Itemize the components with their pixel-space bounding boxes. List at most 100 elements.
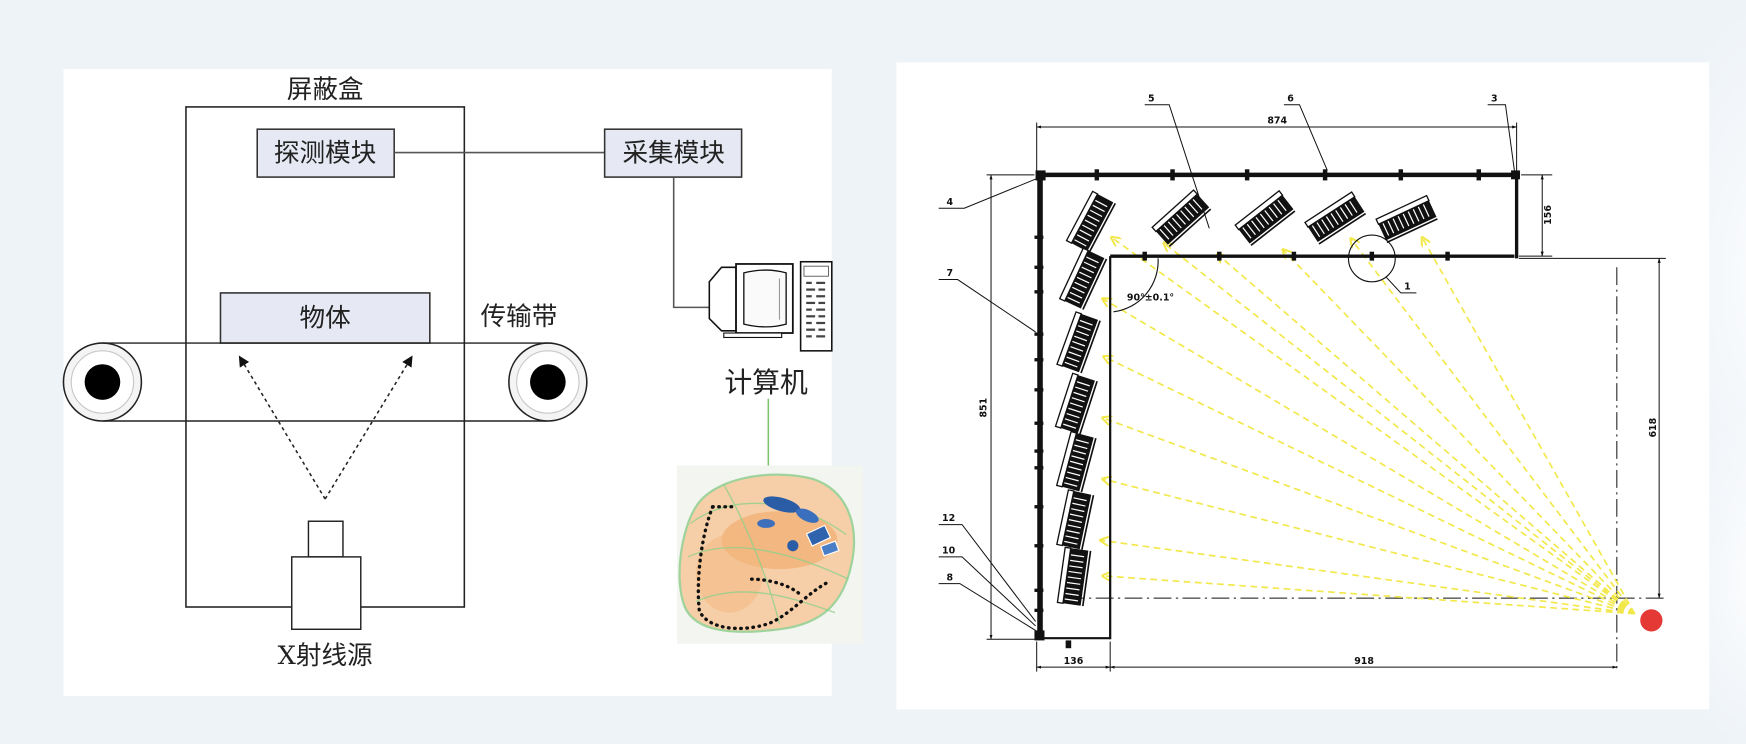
xray-ray-line [1217, 254, 1636, 615]
frame-bolt [1094, 169, 1100, 181]
dimension-left-height: 851 [979, 174, 1035, 640]
callout-8: 8 [938, 572, 1036, 631]
detector-module-icon [1054, 372, 1098, 435]
xray-ray-line [1100, 540, 1635, 615]
dimension-top-width-label: 874 [1267, 116, 1287, 127]
xray-source-label: X射线源 [278, 641, 373, 671]
detector-module-icon [1058, 247, 1108, 310]
frame-bolt [1034, 388, 1044, 392]
frame-bolt [1291, 251, 1297, 261]
frame-bolt [1034, 332, 1044, 336]
frame-bolt [1034, 265, 1044, 269]
frame-bolt-group [1034, 169, 1481, 613]
callout-label: 1 [1404, 282, 1411, 293]
dimension-bottom-left-label: 136 [1064, 656, 1084, 667]
callout-label: 12 [942, 513, 955, 524]
xray-source-dot [1640, 609, 1663, 632]
acquisition-to-computer-line [672, 177, 710, 309]
callout-label: 4 [946, 197, 953, 208]
callout-label: 7 [946, 268, 953, 279]
dimension-right-height: 618 [1518, 257, 1666, 599]
object-label: 物体 [300, 303, 351, 333]
detector-module-icon [1055, 430, 1097, 493]
frame-bolt [1034, 235, 1044, 239]
frame-bolt [1034, 588, 1044, 592]
callout-5: 5 [1144, 93, 1210, 229]
detector-module-icon [1056, 311, 1101, 374]
detector-module-icon [1056, 546, 1092, 607]
object-box [219, 292, 431, 344]
xray-ray-line [1111, 237, 1636, 615]
detector-module-icon [1375, 194, 1438, 244]
detector-module-icon [1056, 489, 1095, 550]
shield-box-label: 屏蔽盒 [287, 75, 364, 105]
dimension-right-height-label: 618 [1648, 418, 1659, 438]
detector-module-icon [1065, 190, 1117, 253]
dimension-top-width: 874 [1036, 116, 1518, 172]
callout-4: 4 [938, 177, 1038, 209]
right-panel: 90°±0.1° 874 156 851 618 [896, 62, 1710, 710]
detector-frame [1034, 170, 1520, 649]
frame-bolt [1369, 251, 1375, 261]
conveyor-label: 传输带 [480, 302, 557, 332]
left-panel: 屏蔽盒 探测模块 采集模块 [62, 69, 863, 697]
frame-bolt [1034, 544, 1044, 548]
conveyor-belt [102, 342, 548, 422]
xray-scan-image [677, 465, 863, 644]
callout-label: 5 [1148, 93, 1155, 104]
frame-bolt [1034, 505, 1044, 509]
dimension-bottom-right-label: 918 [1354, 656, 1374, 667]
frame-bolt [1170, 169, 1175, 181]
frame-bolt [1322, 169, 1328, 181]
xray-ray-line [1102, 418, 1635, 615]
detector-module-label: 探测模块 [274, 138, 376, 168]
detector-module-icon [1234, 189, 1296, 246]
xray-ray-line [1102, 479, 1635, 615]
xray-source-icon [291, 520, 362, 631]
dimension-top-depth: 156 [1518, 174, 1554, 257]
callout-label: 10 [942, 546, 956, 557]
detector-module-box [256, 128, 395, 178]
callout-label: 8 [946, 572, 953, 583]
detector-module-icon [1304, 191, 1367, 245]
frame-bolt [1445, 251, 1450, 261]
callout-12: 12 [938, 513, 1036, 622]
xray-ray-line [1102, 298, 1636, 615]
frame-bolt [1034, 358, 1044, 362]
roller-icon [62, 342, 143, 422]
callout-7: 7 [938, 268, 1036, 333]
xray-ray-line [1283, 249, 1636, 615]
dimension-top-depth-label: 156 [1543, 205, 1554, 225]
acquisition-module-label: 采集模块 [622, 138, 724, 168]
right-panel-background [896, 62, 1710, 710]
frame-bolt [1398, 169, 1404, 181]
callout-1: 1 [1347, 234, 1417, 294]
detector-module-group [1054, 189, 1438, 607]
detector-module-icon [1151, 189, 1212, 247]
callout-label: 6 [1287, 93, 1294, 104]
frame-bolt [1476, 169, 1481, 181]
xray-ray-line [1351, 238, 1636, 615]
computer-icon [708, 260, 833, 352]
callout-label: 3 [1491, 93, 1498, 104]
xray-ray-line [1103, 356, 1636, 615]
callout-10: 10 [938, 546, 1036, 627]
xray-beam-arrow [238, 355, 326, 500]
angle-arc [1113, 258, 1159, 313]
angle-label: 90°±0.1° [1127, 293, 1174, 304]
frame-bolt [1034, 608, 1044, 613]
frame-bolt [1034, 290, 1044, 294]
dimension-left-height-label: 851 [979, 398, 990, 418]
xray-ray-group [1100, 237, 1636, 615]
xray-ray-line [1422, 237, 1636, 615]
computer-label: 计算机 [724, 366, 808, 399]
xray-beam-arrow [324, 355, 413, 500]
frame-bolt [1244, 169, 1250, 181]
frame-bolt [1034, 466, 1044, 470]
callout-6: 6 [1283, 93, 1328, 171]
callout-3: 3 [1487, 93, 1515, 171]
dimension-bottom: 136 918 [1036, 641, 1618, 672]
roller-icon [508, 342, 588, 422]
frame-bolt [1034, 449, 1044, 453]
